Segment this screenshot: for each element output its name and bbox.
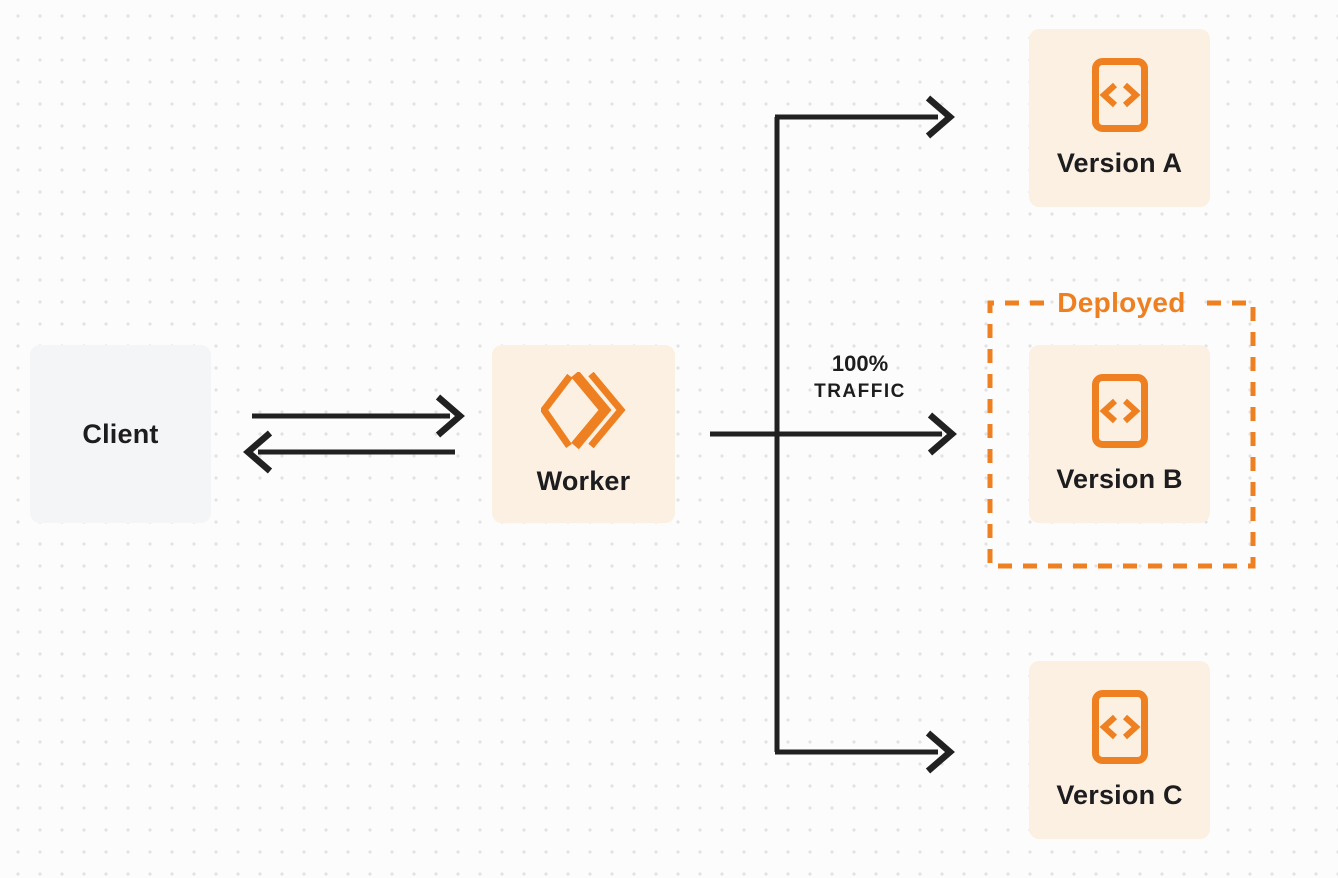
- code-file-icon: [1091, 689, 1148, 764]
- code-file-icon: [1091, 57, 1148, 132]
- code-file-icon: [1091, 373, 1148, 448]
- deployed-label: Deployed: [1057, 287, 1186, 318]
- version-c-label: Version C: [1056, 779, 1183, 810]
- arrow-client-to-worker: [252, 394, 465, 438]
- arrow-worker-to-version-b: [710, 412, 957, 456]
- arrow-branch-to-version-a: [775, 95, 955, 139]
- node-version-c: Version C: [1029, 661, 1210, 839]
- version-b-label: Version B: [1056, 463, 1183, 494]
- workers-chevron-icon: [540, 371, 626, 449]
- arrow-worker-to-client: [243, 430, 455, 474]
- client-label: Client: [82, 418, 159, 449]
- traffic-percent: 100%: [831, 351, 889, 376]
- traffic-label: 100% TRAFFIC: [785, 351, 935, 407]
- node-client: Client: [30, 345, 211, 523]
- worker-label: Worker: [536, 465, 631, 496]
- version-a-label: Version A: [1056, 147, 1183, 178]
- node-version-b: Version B: [1029, 345, 1210, 523]
- traffic-word: TRAFFIC: [814, 381, 906, 402]
- arrow-branch-to-version-c: [775, 730, 955, 774]
- node-version-a: Version A: [1029, 29, 1210, 207]
- node-worker: Worker: [492, 345, 675, 523]
